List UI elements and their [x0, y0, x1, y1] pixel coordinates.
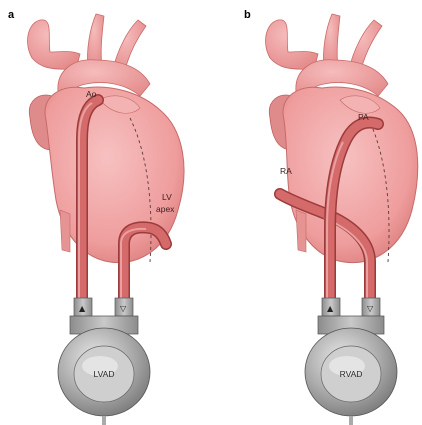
- panel-b-outflow-valve-icon: ▲: [327, 304, 334, 313]
- panel-a-label-ao: Ao: [86, 89, 97, 99]
- panel-b-inflow-valve-icon: ▽: [367, 304, 374, 313]
- panel-a-outflow-valve-icon: ▲: [79, 304, 86, 313]
- panel-a-pump: ▲ ▽ LVAD: [58, 298, 150, 425]
- panel-b-label-ra: RA: [280, 166, 292, 176]
- panel-a-letter: a: [8, 9, 15, 21]
- panel-a: a Ao LV apex: [8, 9, 184, 425]
- panel-b: b PA RA: [244, 9, 418, 425]
- panel-b-label-pa: PA: [358, 112, 369, 122]
- panel-a-device-label: LVAD: [94, 369, 115, 379]
- panel-a-label-lv: LV: [162, 192, 172, 202]
- panel-b-letter: b: [244, 9, 251, 21]
- panel-b-device-label: RVAD: [340, 369, 363, 379]
- panel-a-inflow-valve-icon: ▽: [120, 304, 127, 313]
- panel-a-label-apex: apex: [156, 204, 175, 214]
- panel-b-pump: ▲ ▽ RVAD: [305, 298, 397, 425]
